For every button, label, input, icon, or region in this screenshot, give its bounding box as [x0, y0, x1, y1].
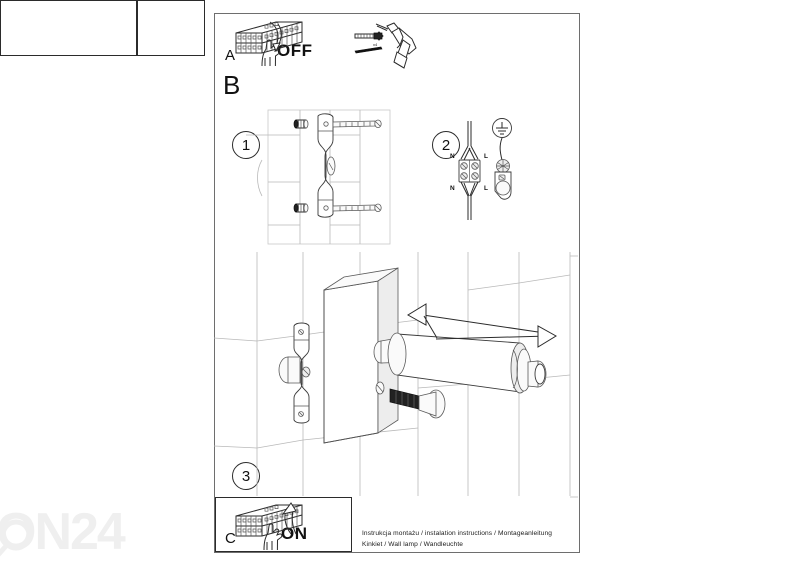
panel-tools	[137, 0, 205, 56]
footer-line-2: Kinkiet / Wall lamp / Wandleuchte	[362, 540, 464, 548]
watermark-text: ON24	[0, 503, 126, 561]
footer-line-1: Instrukcja montażu / instalation instruc…	[362, 530, 553, 537]
panel-a-letter: A	[225, 47, 236, 64]
watermark-lens-icon	[0, 519, 32, 551]
on24-watermark: ON24	[0, 497, 144, 567]
panel-c-action-label: ON	[281, 524, 308, 543]
footer-captions: Instrukcja montażu / instalation instruc…	[362, 529, 577, 551]
step-number-2: 2	[432, 131, 460, 159]
panel-a-action-label: OFF	[277, 41, 313, 60]
step-number-1: 1	[232, 131, 260, 159]
panel-a	[0, 0, 137, 56]
sheet-frame	[214, 13, 580, 553]
section-b-letter: B	[223, 70, 241, 100]
panel-c-letter: C	[225, 530, 236, 547]
watermark-glyphs: ON24	[0, 503, 128, 561]
watermark-lens-handle	[0, 544, 8, 557]
step-number-3: 3	[232, 462, 260, 490]
